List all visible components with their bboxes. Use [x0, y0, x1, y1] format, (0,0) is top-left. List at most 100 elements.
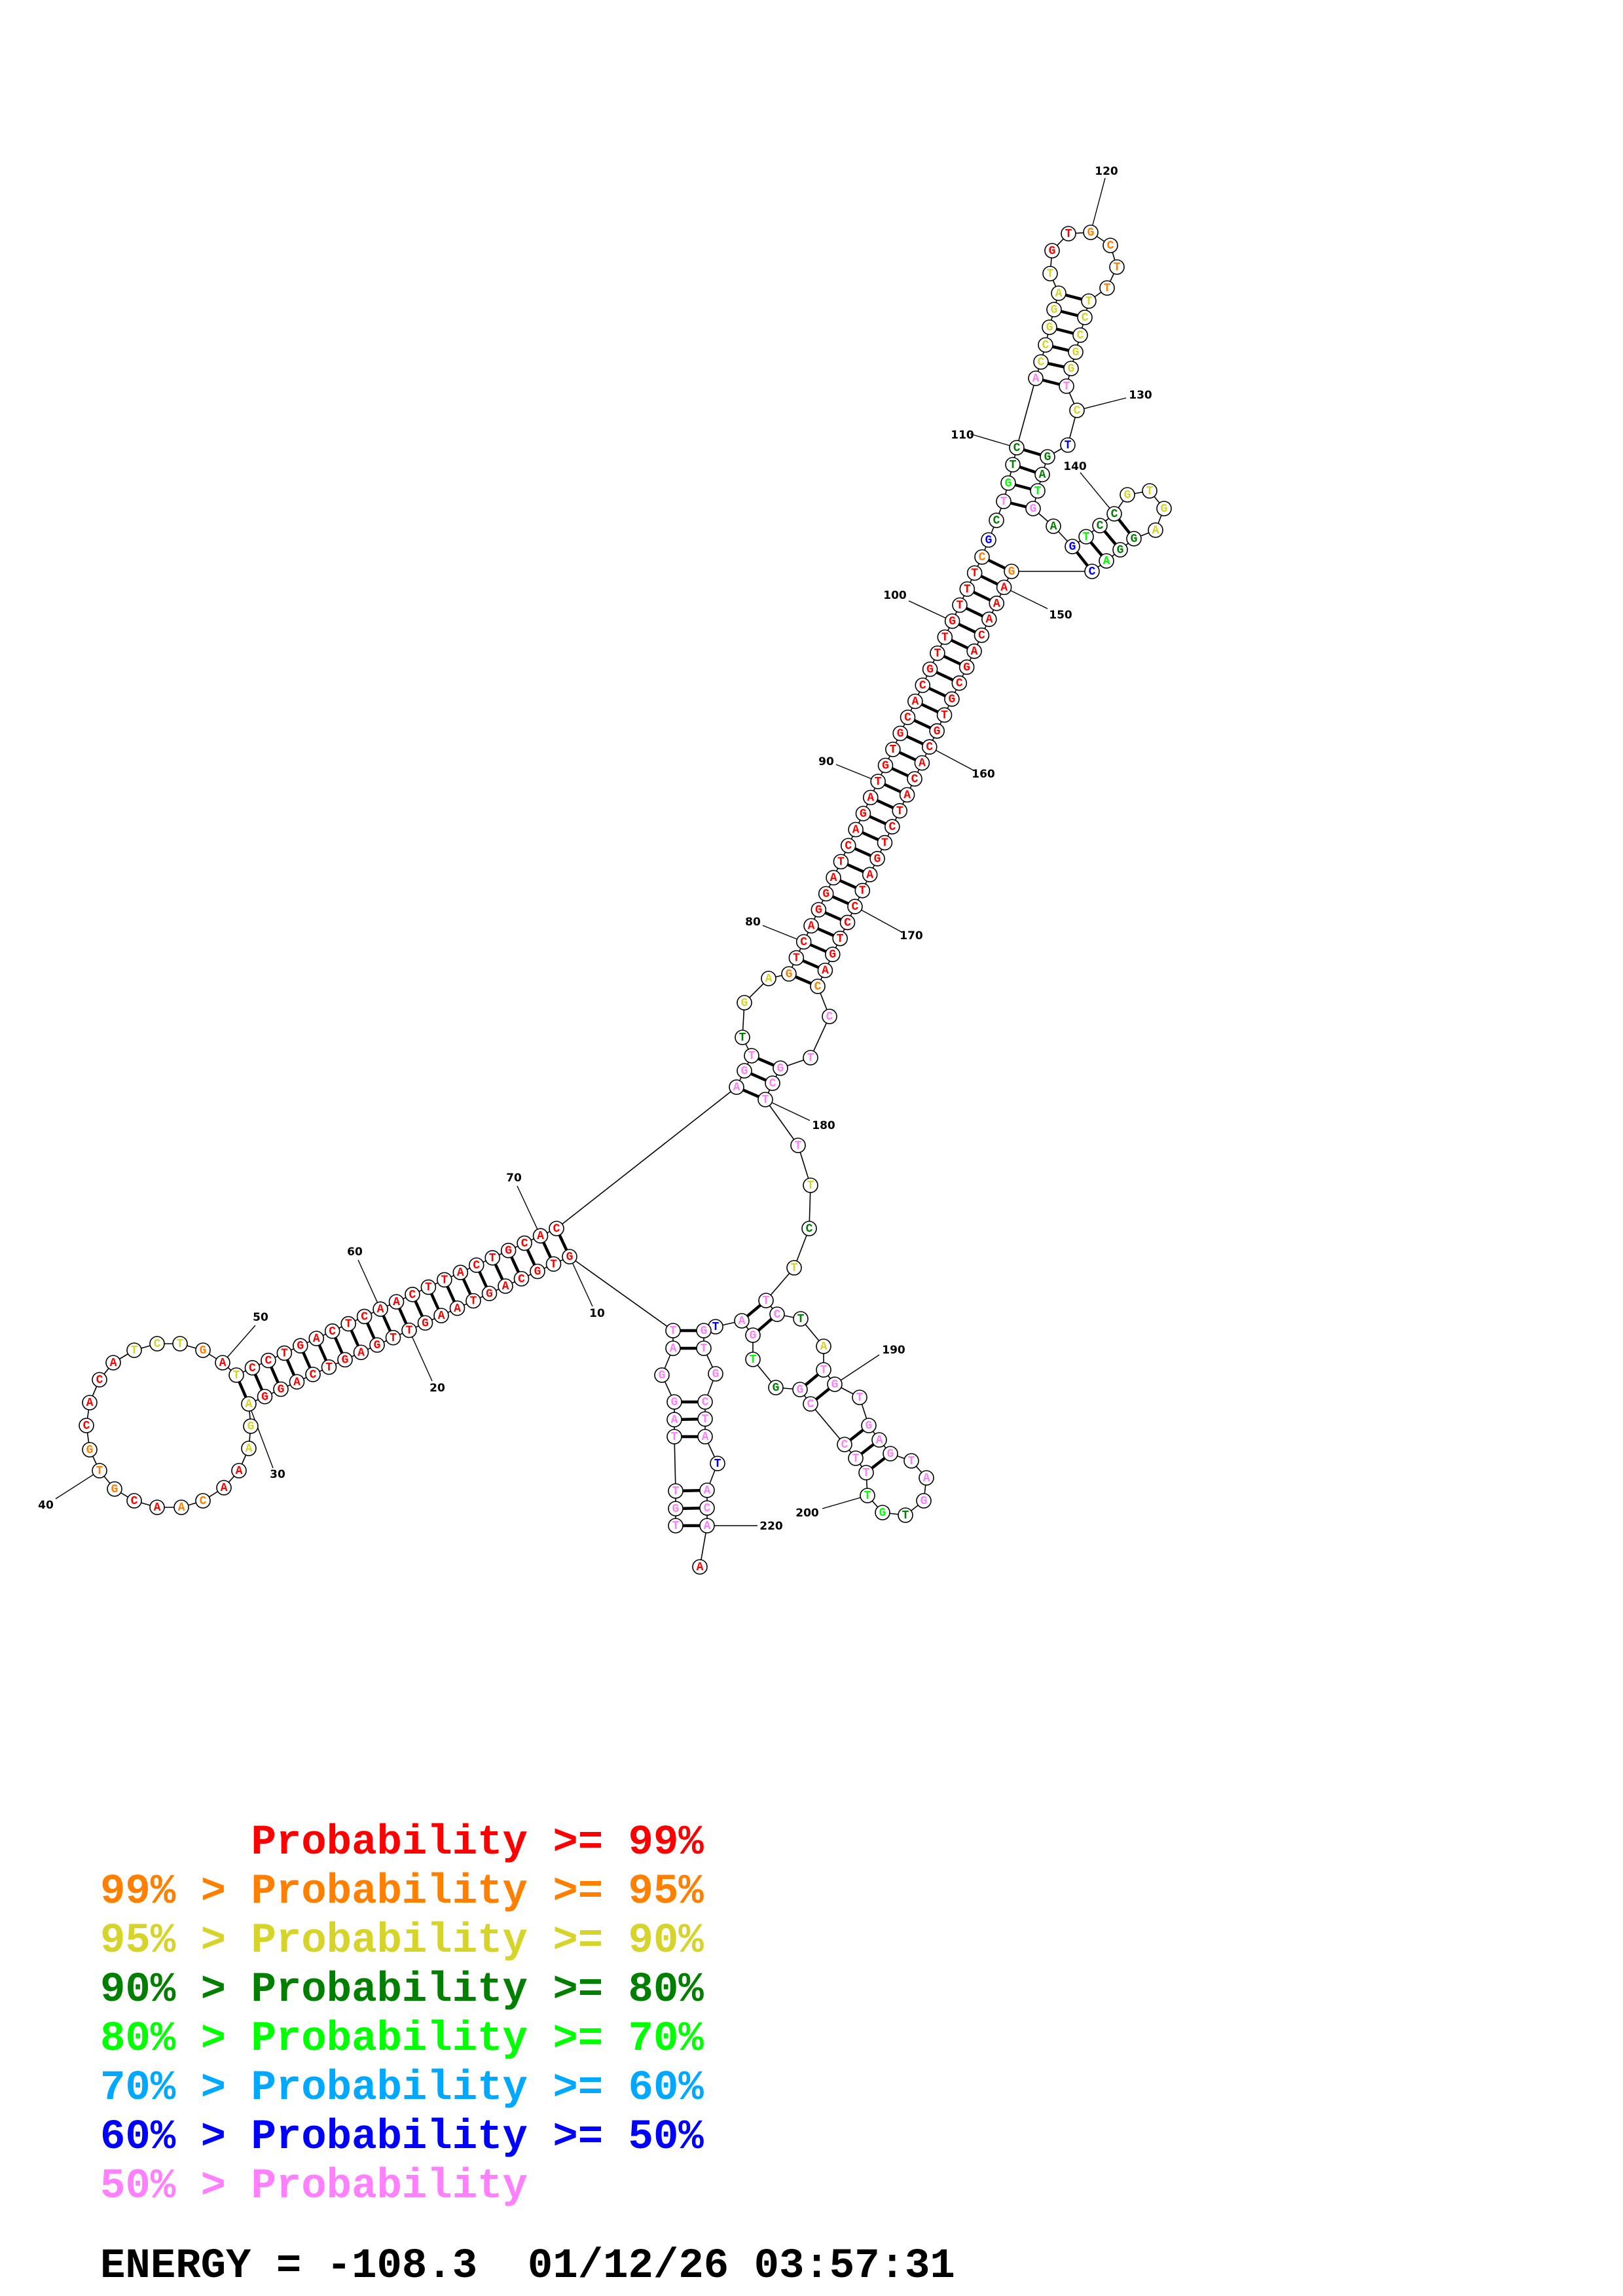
nucleotide-letter: A [704, 1484, 711, 1498]
nucleotide-letter: A [876, 1434, 883, 1447]
nucleotide: T [996, 493, 1012, 509]
nucleotide-circle [241, 1441, 257, 1456]
nucleotide: A [862, 867, 878, 883]
nucleotide: T [276, 1345, 293, 1361]
nucleotide-circle [1068, 344, 1084, 360]
nucleotide-circle [907, 771, 922, 787]
nucleotide: T [385, 1329, 401, 1346]
nucleotide-letter: T [763, 1295, 770, 1308]
nucleotide-letter: T [837, 856, 845, 869]
nucleotide-circle [840, 838, 856, 853]
nucleotide-circle [822, 1009, 837, 1024]
nucleotide-letter: C [702, 1396, 709, 1409]
nucleotide-letter: A [246, 1398, 253, 1411]
nucleotide: G [944, 613, 960, 629]
nucleotide-circle [944, 613, 960, 629]
backbone-link [569, 1256, 674, 1331]
nucleotide-letter: G [297, 1340, 304, 1353]
nucleotide-letter: C [1111, 508, 1118, 521]
nucleotide: T [1030, 483, 1046, 499]
nucleotide: G [337, 1352, 353, 1368]
nucleotide-letter: G [261, 1391, 268, 1404]
nucleotide-circle [795, 934, 812, 950]
nucleotide-letter: C [993, 514, 1000, 528]
nucleotide-circle [1126, 531, 1142, 547]
nucleotide-circle [1077, 310, 1093, 325]
nucleotide: C [1092, 518, 1108, 533]
nucleotide: G [922, 661, 938, 677]
nucleotide-letter: G [866, 1420, 873, 1433]
nucleotide: G [875, 1505, 890, 1520]
nucleotide: C [884, 819, 900, 834]
nucleotide-circle [847, 899, 863, 914]
nucleotide-letter: G [1131, 533, 1138, 546]
nucleotide-letter: G [815, 904, 822, 917]
nucleotide-circle [405, 1287, 420, 1302]
nucleotide-letter: A [502, 1280, 509, 1293]
nucleotide: T [803, 1177, 818, 1193]
nucleotide-circle [790, 1138, 806, 1153]
nucleotide-circle [884, 819, 900, 834]
nucleotide-circle [898, 1507, 913, 1523]
nucleotide-circle [92, 1372, 107, 1388]
nucleotide-circle [696, 1340, 712, 1356]
nucleotide: G [1025, 501, 1041, 516]
nucleotide-circle [792, 1382, 808, 1397]
nucleotide-letter: A [919, 757, 926, 770]
nucleotide: G [811, 902, 827, 918]
nucleotide: T [545, 1256, 562, 1272]
nucleotide-circle [666, 1429, 682, 1444]
nucleotide-letter: G [882, 760, 889, 773]
nucleotide-letter: T [739, 1031, 746, 1045]
nucleotide-letter: A [923, 1472, 930, 1485]
nucleotide-letter: C [1074, 404, 1081, 418]
nucleotide-letter: A [178, 1501, 185, 1515]
nucleotide-circle [369, 1337, 385, 1353]
nucleotide: G [1126, 531, 1142, 547]
nucleotide: G [273, 1381, 289, 1397]
nucleotide-circle [1109, 259, 1125, 275]
nucleotide-letter: C [1038, 356, 1045, 369]
nucleotide: T [793, 1311, 809, 1327]
nucleotide: C [324, 1323, 340, 1339]
nucleotide-circle [1092, 518, 1108, 533]
nucleotide-letter: G [1124, 489, 1131, 502]
nucleotide-circle [668, 1483, 684, 1499]
nucleotide-circle [1099, 553, 1114, 569]
nucleotide-letter: A [702, 1431, 709, 1444]
nucleotide-letter: A [852, 824, 860, 837]
nucleotide-letter: C [361, 1310, 368, 1323]
nucleotide-circle [996, 579, 1012, 596]
nucleotide-letter: G [1046, 321, 1053, 334]
nucleotide-letter: G [374, 1339, 381, 1352]
position-tick [929, 746, 974, 771]
nucleotide-circle [433, 1308, 449, 1323]
nucleotide-circle [862, 867, 878, 883]
nucleotide-letter: C [1089, 565, 1096, 579]
nucleotide-circle [353, 1344, 369, 1361]
nucleotide-circle [340, 1316, 356, 1332]
nucleotide-letter: T [797, 1313, 805, 1326]
nucleotide: C [697, 1394, 713, 1410]
position-number: 180 [812, 1119, 835, 1132]
nucleotide: A [1034, 467, 1050, 482]
nucleotide: T [735, 1030, 750, 1045]
nucleotide-circle [216, 1480, 232, 1496]
nucleotide-letter: G [921, 1495, 928, 1508]
nucleotide: G [745, 1327, 761, 1343]
nucleotide-circle [1072, 327, 1088, 343]
nucleotide-circle [1005, 457, 1021, 473]
nucleotide-letter: T [1065, 228, 1072, 241]
position-tick [1090, 177, 1106, 233]
nucleotide: A [449, 1300, 465, 1316]
nucleotide-letter: G [1044, 451, 1051, 464]
backbone-link [765, 1099, 799, 1146]
nucleotide: C [1106, 506, 1122, 522]
position-tick [822, 1495, 868, 1509]
nucleotide-circle [1063, 361, 1079, 376]
nucleotide: G [1112, 542, 1128, 558]
legend-line-90: 95% > Probability >= 90% [100, 1918, 704, 1965]
nucleotide: G [1044, 243, 1060, 259]
nucleotide-letter: G [247, 1420, 255, 1433]
nucleotide: T [1061, 226, 1076, 242]
